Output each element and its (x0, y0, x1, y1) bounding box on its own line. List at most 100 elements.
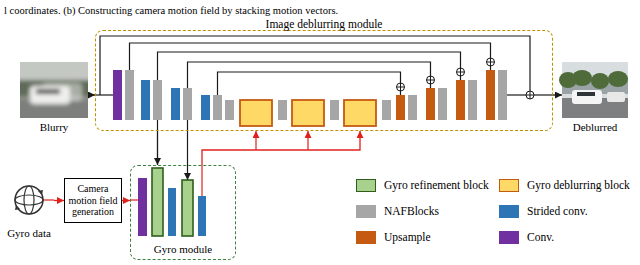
flow-arrow (122, 200, 130, 201)
legend-label: NAFBlocks (384, 204, 439, 218)
gyro-deblurring-block (292, 100, 324, 126)
gyro-deblurring-block (240, 100, 272, 126)
nafblock (225, 100, 234, 120)
gyro-refinement-block (152, 168, 163, 236)
nafblock (278, 100, 287, 120)
graphic-part (20, 62, 88, 118)
strided-conv-block (171, 88, 180, 120)
flow-arrow (553, 94, 562, 95)
nafblock (498, 70, 507, 120)
gyro-deblurring-block (344, 100, 376, 126)
upsample-block (456, 80, 465, 120)
graphic-part (427, 76, 435, 84)
wire (130, 43, 491, 70)
legend-item: Gyro refinement block (356, 178, 489, 192)
nafblock (382, 100, 391, 120)
wire (130, 199, 138, 200)
car (607, 92, 625, 102)
wire (100, 36, 530, 95)
legend-label: Gyro deblurring block (527, 178, 630, 192)
photo-tree (572, 70, 592, 86)
upsample-block (426, 88, 435, 120)
gyro-refinement-block (182, 180, 193, 236)
add-symbol (427, 76, 435, 84)
photo-tree (591, 73, 609, 89)
nafblock (438, 88, 447, 120)
legend-swatch (356, 231, 376, 244)
strided-conv-block (198, 196, 206, 236)
nafblock (468, 80, 477, 120)
wire (534, 94, 553, 95)
wire (158, 52, 461, 80)
flow-arrow (202, 131, 360, 165)
legend-swatch (356, 205, 376, 218)
caption-fragment: l coordinates. (b) Constructing camera m… (4, 0, 338, 18)
legend-label: Conv. (527, 230, 554, 244)
wire (95, 94, 113, 95)
nafblock (330, 100, 339, 120)
dashed-frame (95, 30, 553, 131)
graphic-part (427, 76, 435, 84)
wire (430, 84, 431, 88)
graphic-part (15, 186, 43, 214)
wire (43, 199, 54, 200)
image-panel: Deblurred (562, 62, 628, 134)
graphic-part (397, 83, 405, 91)
graphic-part (526, 91, 534, 99)
flow-arrow (157, 131, 158, 165)
car (30, 86, 70, 104)
add-symbol (487, 58, 495, 66)
graphic-part (526, 91, 534, 99)
sensor-icon-panel: Gyro data (4, 182, 54, 240)
wire (201, 165, 202, 196)
gyro-icon (15, 186, 43, 214)
legend-label: Gyro refinement block (384, 178, 489, 192)
process-box: Camera motion field generation (64, 178, 122, 223)
wire (255, 131, 256, 150)
nafblock (213, 95, 222, 120)
flow-arrow (88, 94, 95, 95)
module-frame: Gyro module (130, 165, 236, 260)
deblurred-photo (559, 62, 628, 118)
car-window (36, 89, 60, 94)
wire (187, 120, 188, 180)
wires (43, 36, 553, 200)
conv-block (138, 178, 147, 236)
nafblock (153, 80, 162, 120)
legend-swatch (499, 231, 519, 244)
wire (157, 120, 158, 131)
graphic-part (487, 58, 495, 66)
graphic-part (487, 58, 495, 66)
nafblock (183, 88, 192, 120)
wire (307, 131, 308, 150)
caption-text: l coordinates. (b) Constructing camera m… (4, 5, 338, 16)
image-panel: Blurry (20, 62, 88, 134)
legend-swatch (499, 205, 519, 218)
strided-conv-block (201, 95, 210, 120)
strided-conv-block (141, 80, 150, 120)
wire (188, 62, 431, 88)
legend-item: Strided conv. (499, 204, 588, 218)
blurry-photo (20, 62, 88, 118)
module-heading: Image deblurring module (266, 17, 383, 31)
add-symbol (397, 83, 405, 91)
upsample-block (396, 95, 405, 120)
process-label: Camera motion field generation (67, 183, 119, 218)
graphic-part (457, 68, 465, 76)
image-label: Blurry (40, 121, 69, 134)
graphic-part (397, 83, 405, 91)
legend-label: Strided conv. (527, 204, 588, 218)
photo-sky (562, 62, 628, 118)
photo-sky (20, 62, 88, 82)
car (572, 90, 602, 104)
conv-block (113, 70, 122, 120)
legend-label: Upsample (384, 230, 431, 244)
upsample-block (486, 70, 495, 120)
flow-arrow (54, 200, 64, 201)
graphic-part (457, 68, 465, 76)
wire (460, 76, 461, 80)
add-symbol (457, 68, 465, 76)
legend-item: Gyro deblurring block (499, 178, 630, 192)
